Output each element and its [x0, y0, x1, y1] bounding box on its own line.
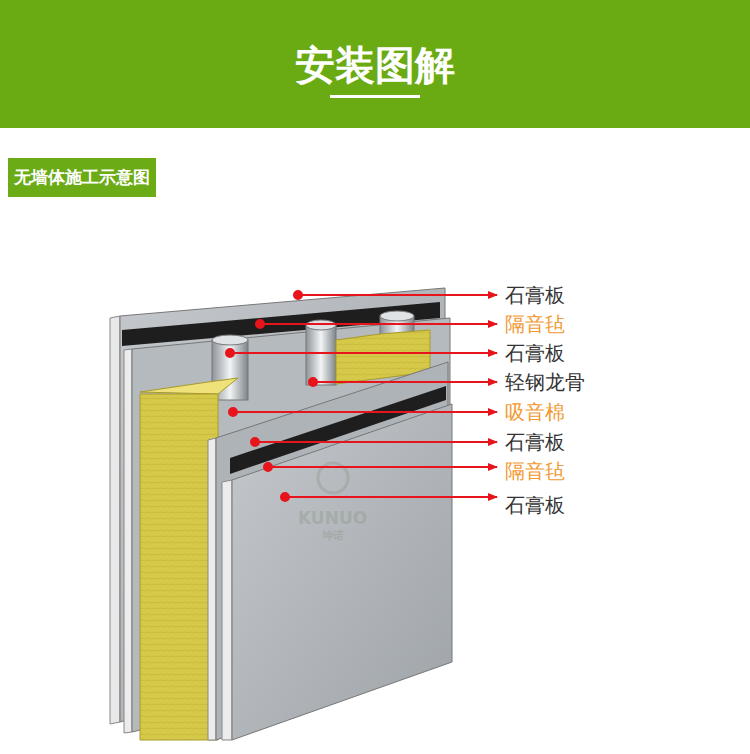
part-label: 石膏板	[505, 282, 565, 309]
watermark: 坤诺	[322, 528, 344, 543]
section-tag-text: 无墙体施工示意图	[14, 166, 150, 189]
watermark: KUNUO	[298, 508, 367, 528]
leader-arrows	[226, 291, 497, 501]
part-label: 石膏板	[505, 492, 565, 519]
section-tag: 无墙体施工示意图	[8, 158, 156, 197]
outer-board	[222, 404, 452, 740]
title-underline	[330, 95, 420, 98]
part-label: 石膏板	[505, 340, 565, 367]
part-label: 吸音棉	[505, 399, 565, 426]
part-label: 隔音毡	[505, 311, 565, 338]
sound-absorbing-wool	[140, 378, 238, 740]
part-label: 石膏板	[505, 429, 565, 456]
part-label: 隔音毡	[505, 458, 565, 485]
part-label: 轻钢龙骨	[505, 369, 585, 396]
page-title: 安装图解	[0, 38, 750, 93]
